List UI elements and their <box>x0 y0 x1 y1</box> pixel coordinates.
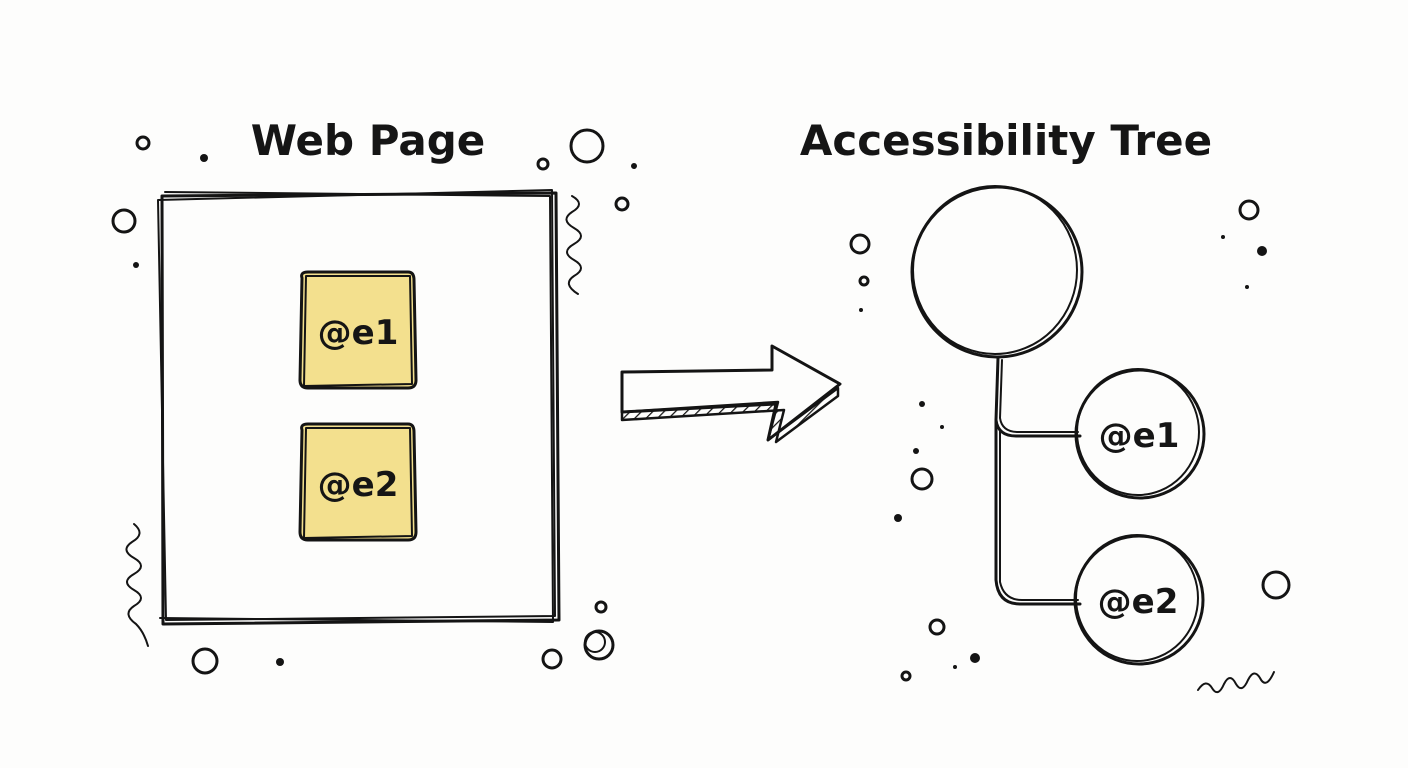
web-page-frame <box>157 189 561 626</box>
tree-node-e2-label: @e2 <box>1098 582 1179 622</box>
page-element-e1: @e1 <box>298 270 418 390</box>
tree-connectors <box>994 356 1082 606</box>
tree-node-e2: @e2 <box>1073 534 1205 666</box>
page-element-e2-label: @e2 <box>318 465 399 505</box>
page-element-e2: @e2 <box>298 422 418 542</box>
transform-arrow <box>620 344 842 444</box>
tree-root-node <box>910 185 1084 359</box>
web-page-title: Web Page <box>251 116 486 165</box>
tree-node-e1-label: @e1 <box>1099 416 1180 456</box>
page-element-e1-label: @e1 <box>318 313 399 353</box>
accessibility-tree-title: Accessibility Tree <box>800 116 1212 165</box>
tree-node-e1: @e1 <box>1074 368 1206 500</box>
decorative-doodles <box>111 128 1291 694</box>
